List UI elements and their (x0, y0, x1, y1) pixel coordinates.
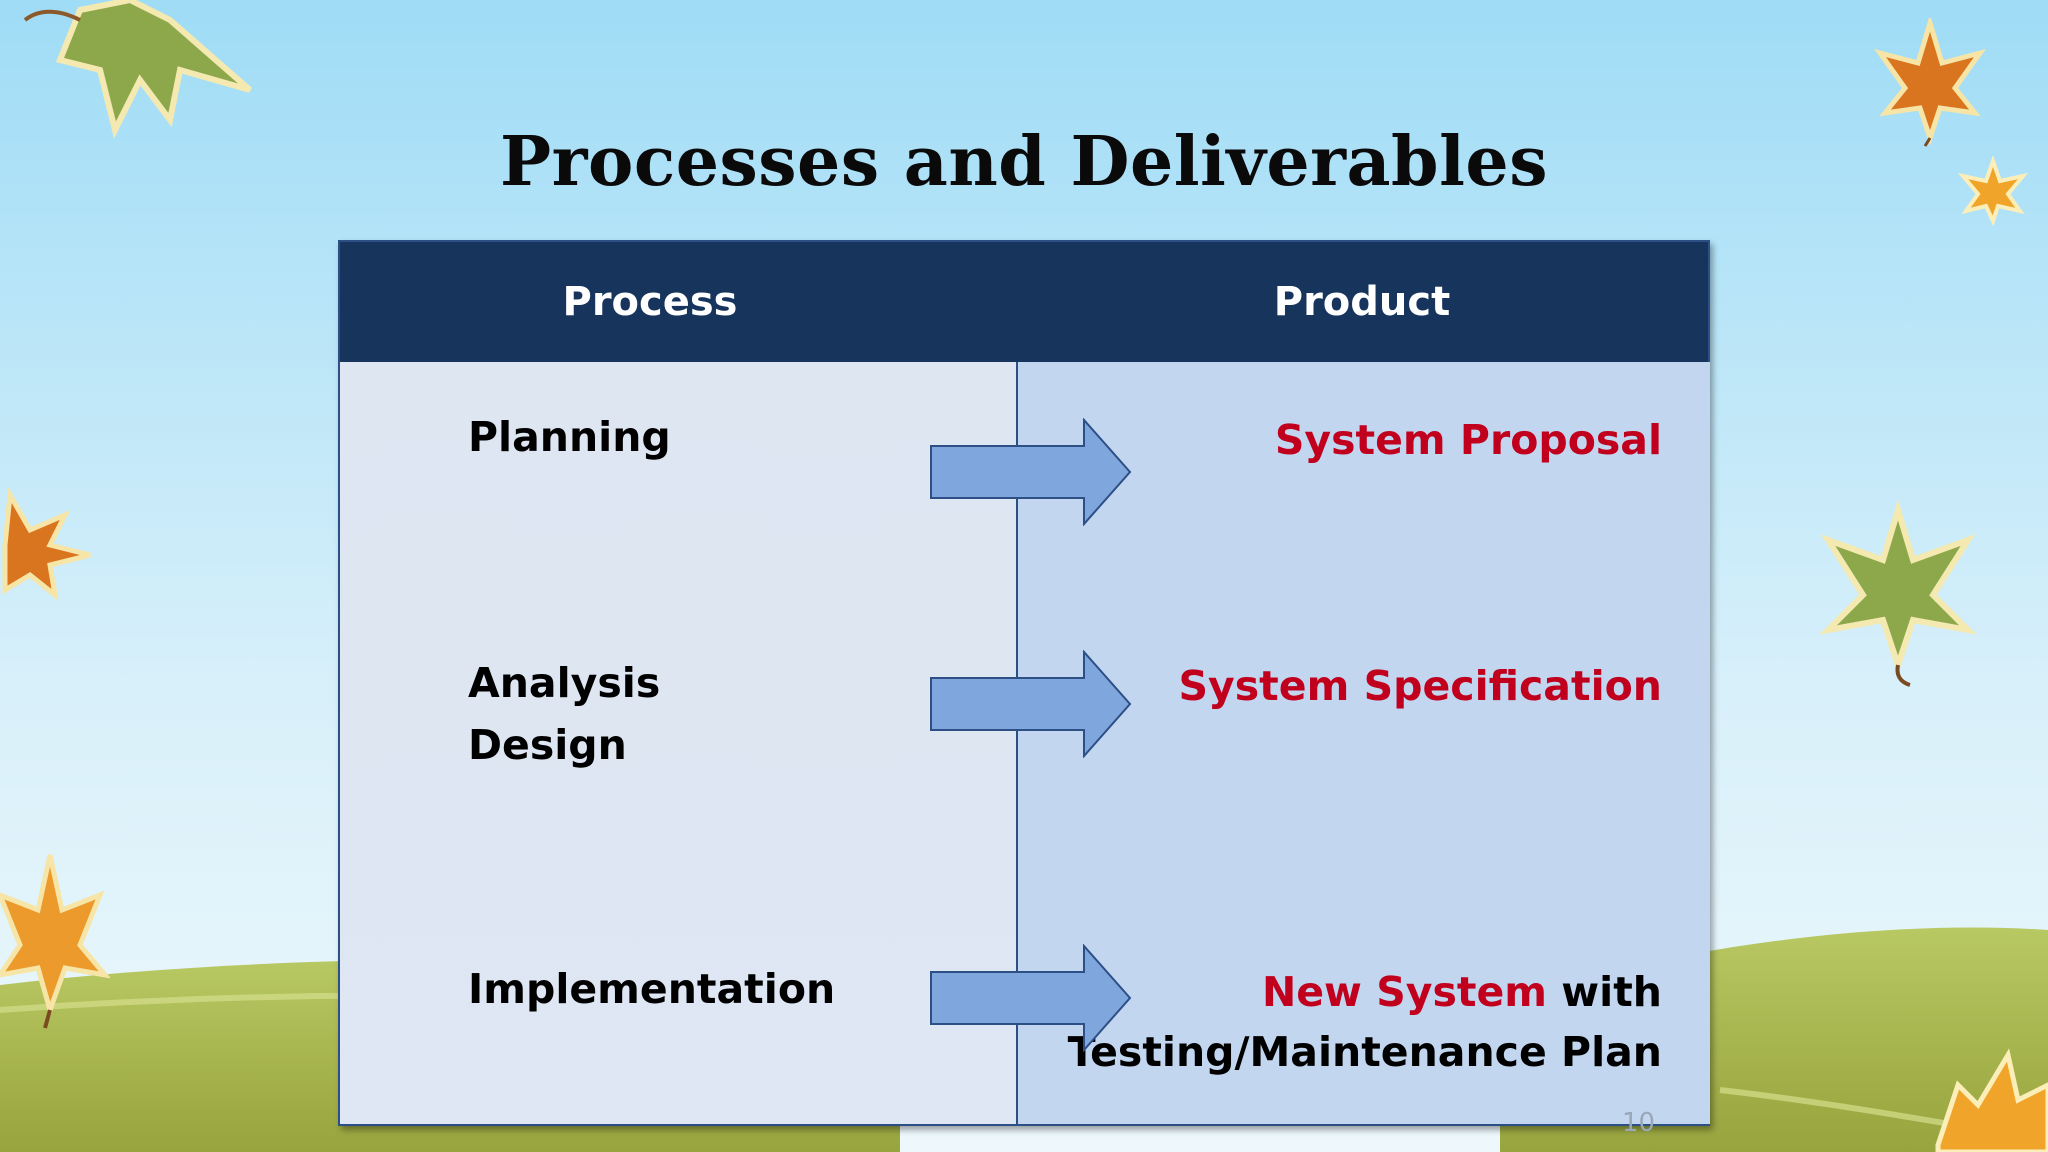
right-arrow-icon (930, 944, 1132, 1052)
process-analysis: Analysis (468, 659, 661, 707)
slide-title: Processes and Deliverables (500, 122, 1548, 202)
deliverable-label: System Proposal (1274, 416, 1662, 464)
right-arrow-icon (930, 418, 1132, 526)
deliverable-label: New System (1261, 968, 1547, 1016)
maple-leaf-icon (1958, 156, 2028, 226)
page-number: 10 (1622, 1108, 1656, 1138)
maple-leaf-icon (2, 486, 91, 602)
process-design: Design (468, 721, 627, 769)
maple-leaf-icon (1819, 500, 1977, 687)
product-new-system: New System with (1262, 962, 1662, 1022)
table-header: Process Product (340, 242, 1708, 362)
process-product-table: Process Product Planning Analysis Design… (338, 240, 1710, 1126)
maple-leaf-icon (1873, 18, 1987, 147)
maple-leaf-icon (0, 854, 110, 1029)
process-column: Planning Analysis Design Implementation (340, 362, 1016, 1124)
deliverable-label: System Specification (1178, 662, 1662, 710)
product-system-specification: System Specification (1179, 656, 1662, 716)
maple-leaf-icon (1935, 1048, 2048, 1152)
product-testing-maintenance-plan: Testing/Maintenance Plan (1067, 1028, 1662, 1076)
maple-leaf-icon (23, 0, 252, 139)
deliverable-suffix: with (1547, 968, 1662, 1016)
process-column-header: Process (562, 279, 738, 325)
product-column: System Proposal System Specification New… (1016, 362, 1710, 1124)
right-arrow-icon (930, 650, 1132, 758)
process-planning: Planning (468, 413, 671, 461)
product-system-proposal: System Proposal (1275, 410, 1662, 470)
process-implementation: Implementation (468, 965, 836, 1013)
product-column-header: Product (1273, 279, 1451, 325)
